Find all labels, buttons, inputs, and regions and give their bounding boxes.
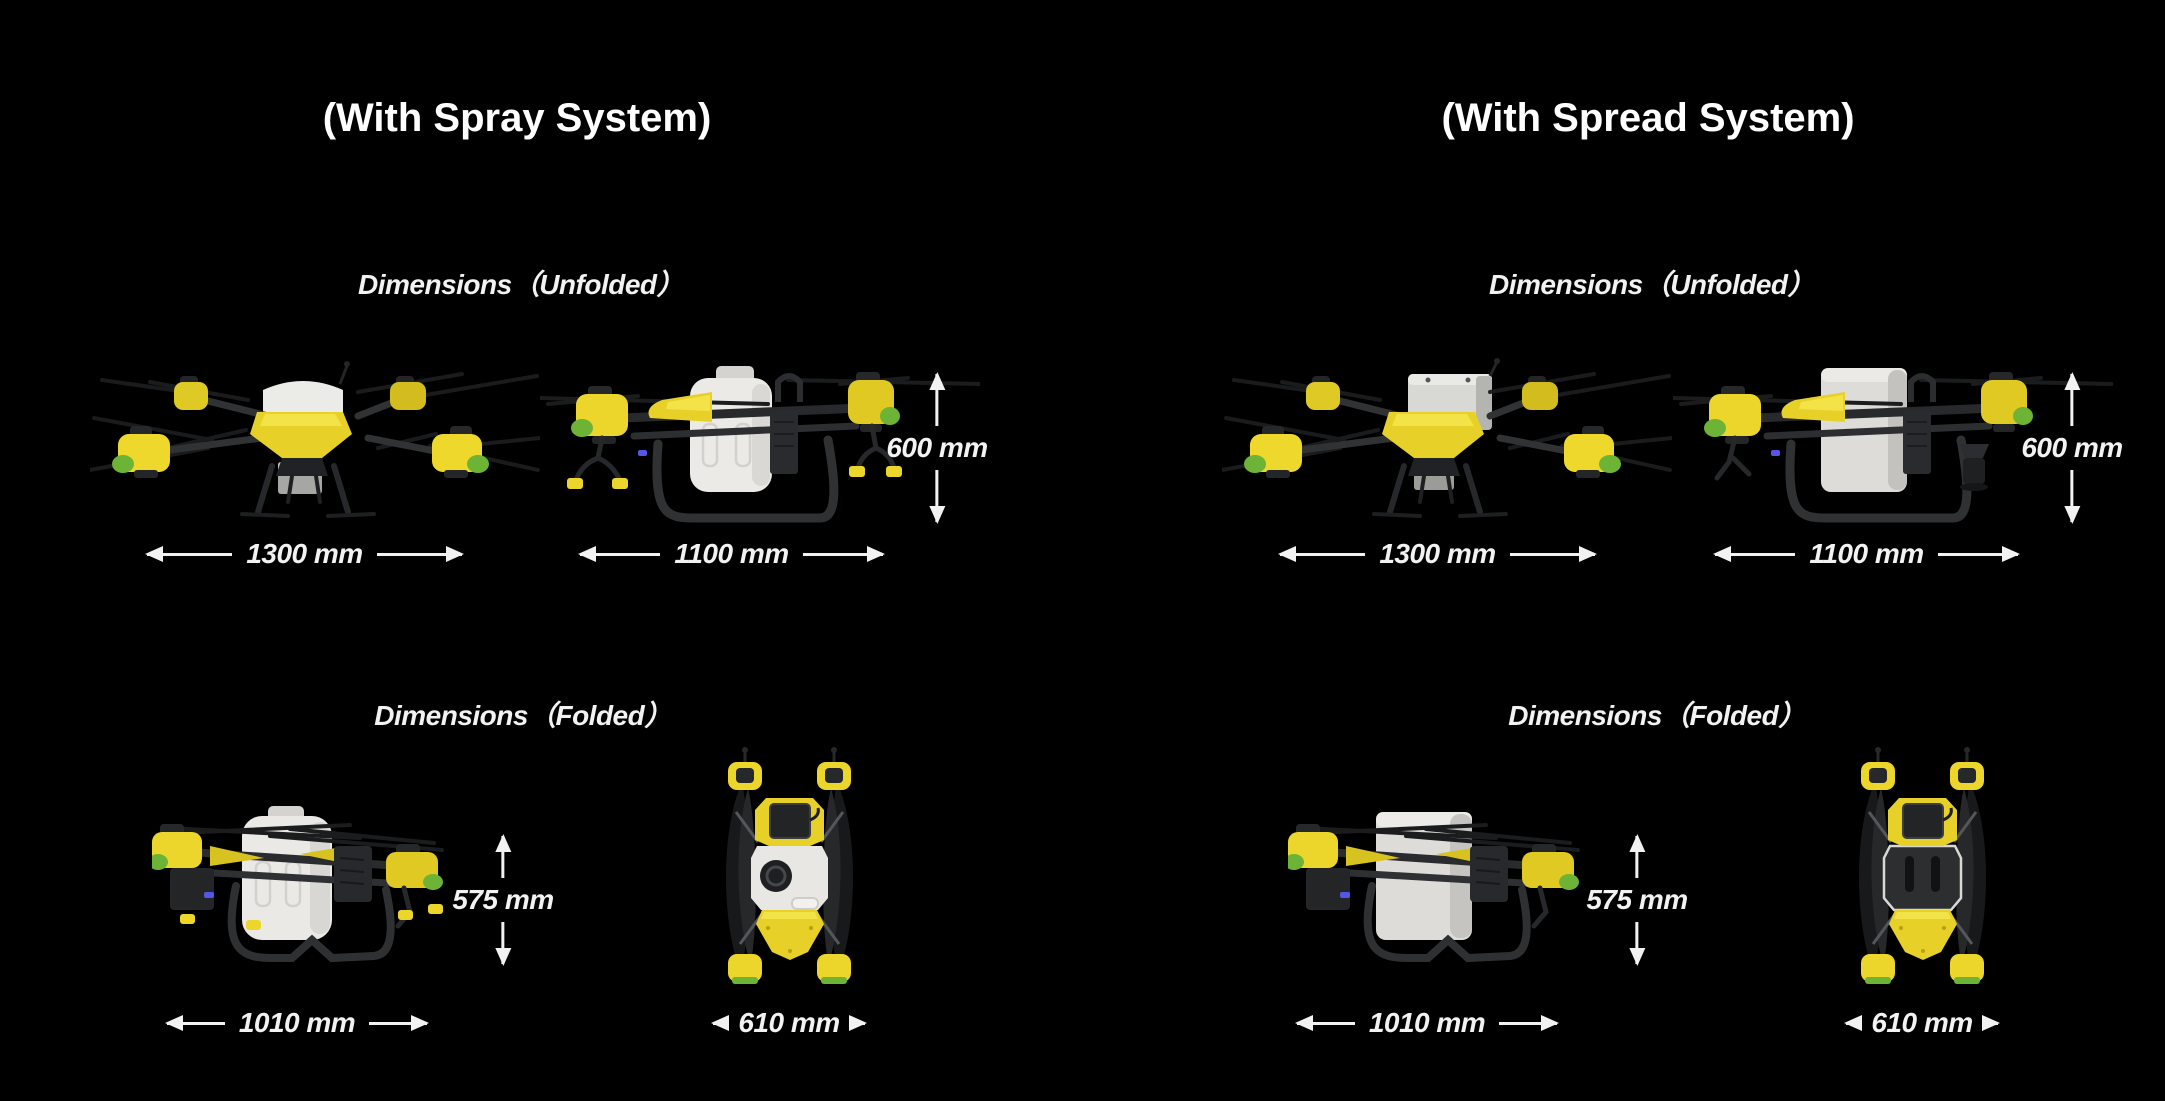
panel-title-spray: (With Spray System) xyxy=(322,96,712,140)
drone-folded-top-spread-illustration xyxy=(1845,746,2000,996)
arrow-right-line xyxy=(1499,1021,1557,1025)
arrow-up-line xyxy=(1635,836,1639,878)
arrow-up-line xyxy=(2070,374,2074,426)
arrow-down-line xyxy=(935,470,939,522)
drone-unfolded-perspective-spray-illustration xyxy=(90,352,540,522)
dim-folded-width-spray: 1010 mm xyxy=(167,1007,427,1039)
dim-label: 600 mm xyxy=(2021,432,2123,463)
section-label-folded-spread: Dimensions（Folded） xyxy=(1508,700,1806,731)
arrow-left-line xyxy=(1715,552,1796,556)
panel-title-spread: (With Spread System) xyxy=(1441,96,1855,140)
arrow-right-line xyxy=(802,552,884,556)
dim-folded-height-spread: 575 mm xyxy=(1586,836,1688,964)
arrow-left-line xyxy=(1297,1021,1355,1025)
dim-label: 575 mm xyxy=(452,884,554,915)
arrow-down-line xyxy=(1635,922,1639,964)
arrow-right-line xyxy=(369,1021,427,1025)
arrow-left-line xyxy=(713,1021,725,1025)
dim-unfolded-width-spread: 1300 mm xyxy=(1280,538,1595,570)
arrow-left-line xyxy=(1846,1021,1858,1025)
arrow-up-line xyxy=(501,836,505,878)
drone-folded-side-spray-illustration xyxy=(152,806,452,976)
dim-folded-depth-spread: 610 mm xyxy=(1846,1007,1999,1039)
arrow-right-line xyxy=(1509,552,1595,556)
drone-unfolded-perspective-spread-illustration xyxy=(1222,352,1672,522)
dim-label: 610 mm xyxy=(738,1007,840,1038)
dim-unfolded-width-spray: 1300 mm xyxy=(147,538,462,570)
arrow-right-line xyxy=(1937,552,2019,556)
dim-folded-width-spread: 1010 mm xyxy=(1297,1007,1557,1039)
arrow-left-line xyxy=(167,1021,225,1025)
section-label-unfolded-spread: Dimensions（Unfolded） xyxy=(1488,269,1816,300)
dim-label: 1100 mm xyxy=(674,538,789,569)
dim-folded-height-spray: 575 mm xyxy=(452,836,554,964)
arrow-right-line xyxy=(376,552,462,556)
dim-label: 610 mm xyxy=(1871,1007,1973,1038)
dim-folded-depth-spray: 610 mm xyxy=(713,1007,866,1039)
arrow-down-line xyxy=(501,922,505,964)
section-label-unfolded-spray: Dimensions（Unfolded） xyxy=(357,269,685,300)
arrow-left-line xyxy=(147,552,233,556)
arrow-right-line xyxy=(853,1021,866,1025)
dim-unfolded-depth-spread: 1100 mm xyxy=(1715,538,2019,570)
dim-label: 1100 mm xyxy=(1809,538,1924,569)
arrow-left-line xyxy=(580,552,661,556)
drone-folded-side-spread-illustration xyxy=(1288,806,1588,976)
dim-unfolded-depth-spray: 1100 mm xyxy=(580,538,884,570)
arrow-right-line xyxy=(1986,1021,1999,1025)
dim-label: 1300 mm xyxy=(246,538,363,569)
dim-label: 1010 mm xyxy=(238,1007,356,1038)
arrow-up-line xyxy=(935,374,939,426)
arrow-down-line xyxy=(2070,470,2074,522)
dim-unfolded-height-spread: 600 mm xyxy=(2021,374,2123,522)
arrow-left-line xyxy=(1280,552,1366,556)
dim-label: 575 mm xyxy=(1586,884,1688,915)
drone-folded-top-spray-illustration xyxy=(712,746,867,996)
dim-unfolded-height-spray: 600 mm xyxy=(886,374,988,522)
section-label-folded-spray: Dimensions（Folded） xyxy=(374,700,672,731)
dim-label: 600 mm xyxy=(886,432,988,463)
dim-label: 1010 mm xyxy=(1368,1007,1486,1038)
dim-label: 1300 mm xyxy=(1379,538,1496,569)
